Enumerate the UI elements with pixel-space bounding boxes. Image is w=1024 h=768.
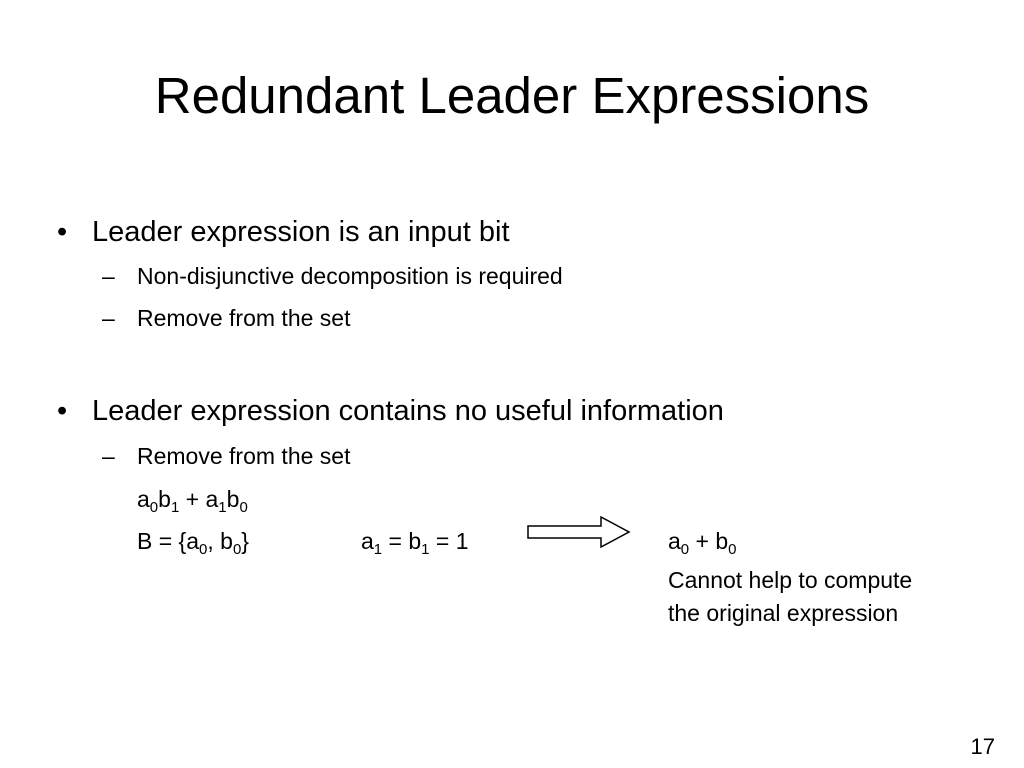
bullet-1-text: Leader expression is an input bit: [92, 216, 510, 248]
example-set: B = {a0, b0}: [137, 528, 249, 558]
dash-marker: –: [102, 443, 115, 469]
example-result: a0 + b0: [668, 528, 737, 558]
note-line-1: Cannot help to compute: [668, 567, 913, 593]
right-arrow-icon: [527, 516, 631, 548]
example-condition: a1 = b1 = 1: [361, 528, 469, 558]
slide-title: Redundant Leader Expressions: [154, 67, 870, 124]
sub-bullet-1-1: Non-disjunctive decomposition is require…: [137, 263, 563, 289]
sub-bullet-2-1: Remove from the set: [137, 443, 351, 469]
bullet-marker: •: [57, 216, 68, 248]
dash-marker: –: [102, 305, 115, 331]
bullet-2-text: Leader expression contains no useful inf…: [92, 395, 724, 427]
note-line-2: the original expression: [668, 600, 899, 626]
bullet-marker: •: [57, 395, 68, 427]
dash-marker: –: [102, 263, 115, 289]
page-number: 17: [970, 734, 995, 759]
sub-bullet-1-2: Remove from the set: [137, 305, 351, 331]
example-expression: a0b1 + a1b0: [137, 486, 248, 516]
